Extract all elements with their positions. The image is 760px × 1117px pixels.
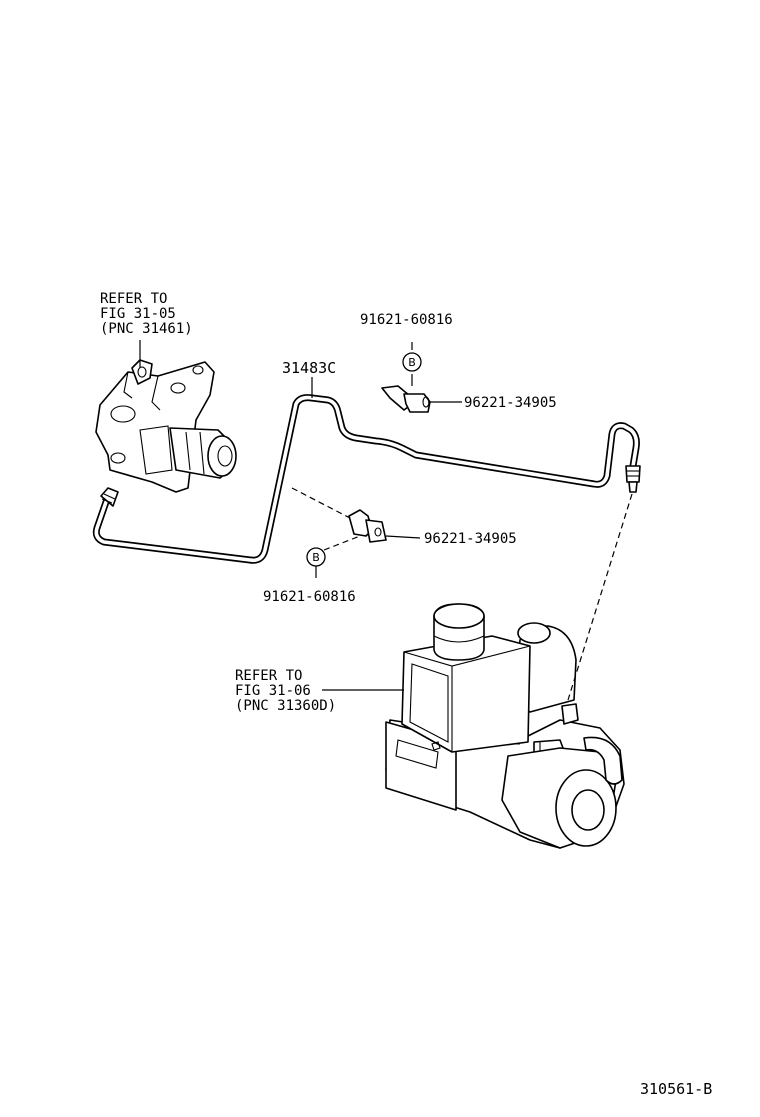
clutch-tube xyxy=(92,394,641,564)
master-cylinder xyxy=(385,603,625,849)
ref-cylinder-line-2: FIG 31-05 xyxy=(100,306,176,322)
bolt-bottom-part-number: 91621-60816 xyxy=(263,589,356,605)
badge-b-top-text: B xyxy=(408,356,416,369)
clamp-top xyxy=(381,385,431,413)
ref-cylinder-line-1: REFER TO xyxy=(100,291,168,307)
badge-b-bottom-text: B xyxy=(312,551,320,564)
ref-master-line-3: (PNC 31360D) xyxy=(235,698,337,714)
clamp-top-part-number: 96221-34905 xyxy=(464,395,557,411)
badge-b-top: B xyxy=(402,352,422,372)
bolt-top-part-number: 91621-60816 xyxy=(360,312,453,328)
badge-b-bottom: B xyxy=(306,547,326,567)
ref-master-line-1: REFER TO xyxy=(235,668,303,684)
leader-lines xyxy=(139,340,633,701)
ref-master-line-2: FIG 31-06 xyxy=(235,683,311,699)
ref-cylinder-line-3: (PNC 31461) xyxy=(100,321,193,337)
release-cylinder xyxy=(95,359,237,493)
clamp-mid-part-number: 96221-34905 xyxy=(424,531,517,547)
tube-part-number: 31483C xyxy=(282,359,337,377)
figure-id: 310561-B xyxy=(640,1080,713,1098)
clamp-mid xyxy=(348,509,387,543)
